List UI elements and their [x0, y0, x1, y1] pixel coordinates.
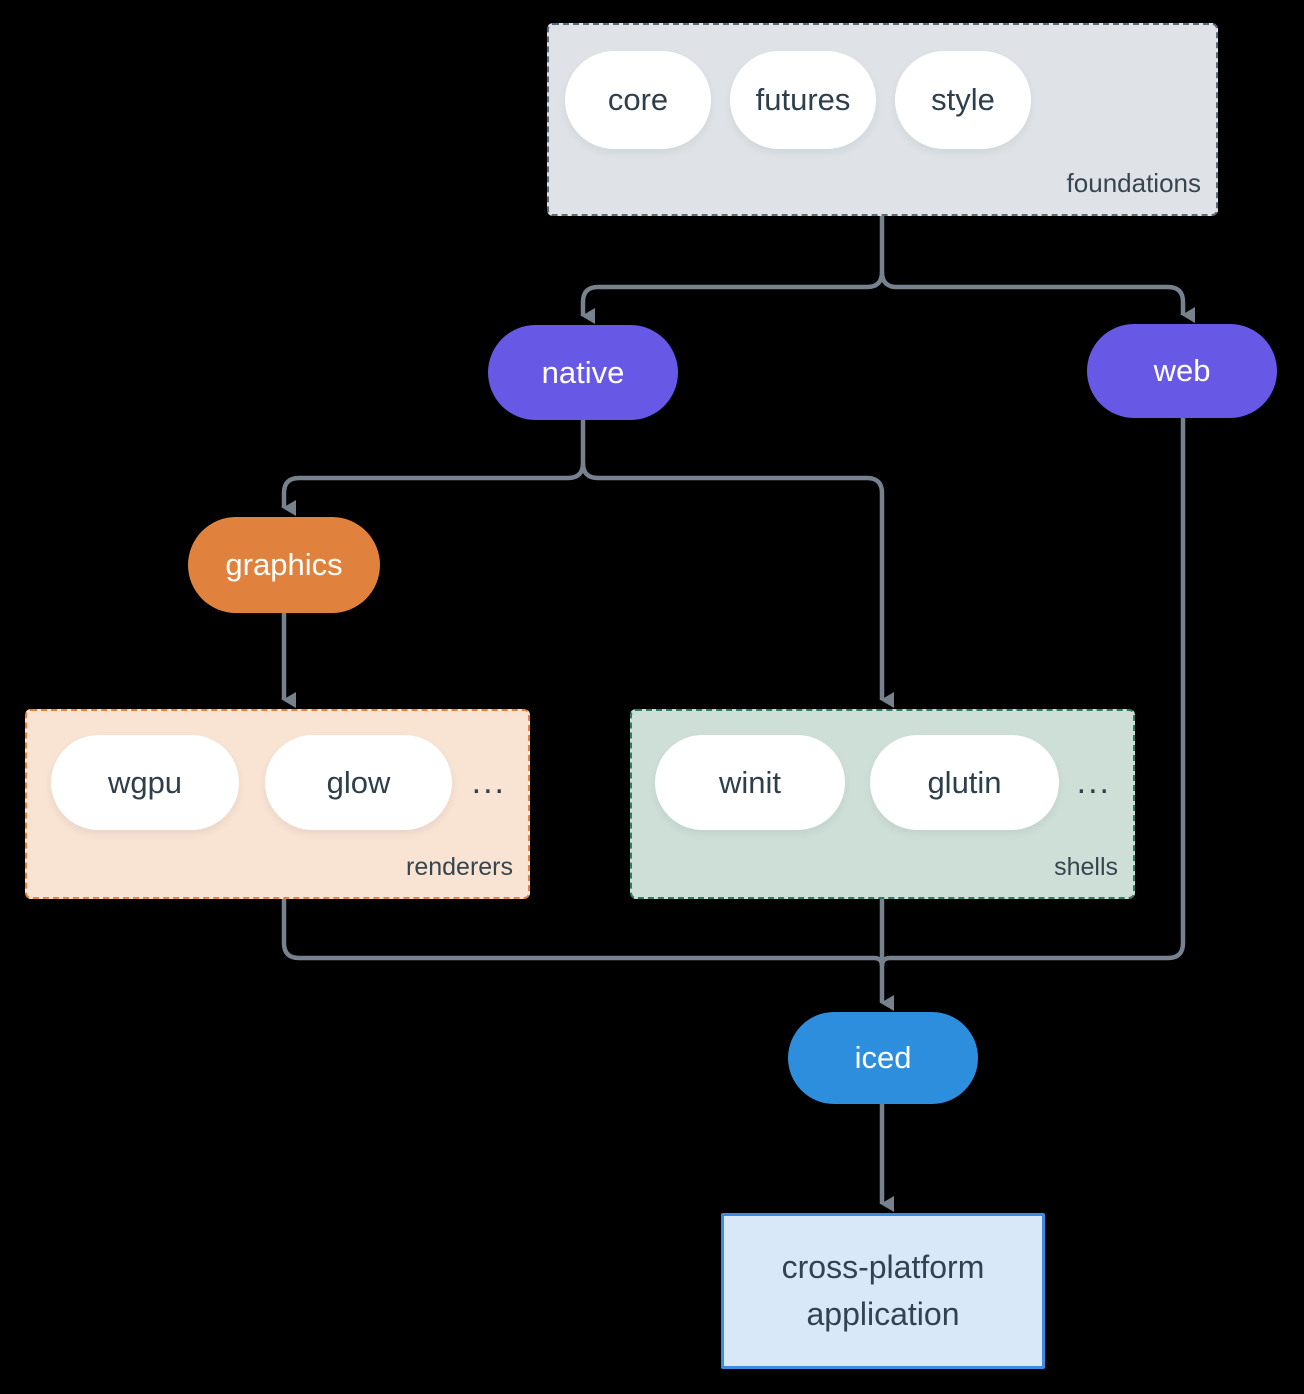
renderers-group-label: renderers: [406, 853, 513, 881]
application-label-line1: cross-platform: [781, 1249, 985, 1285]
edge-foundations-to-web: [879, 271, 1195, 323]
node-iced: iced: [788, 1012, 978, 1104]
node-iced-label: iced: [854, 1040, 912, 1075]
node-style-label: style: [931, 82, 995, 117]
node-winit-label: winit: [718, 764, 781, 800]
node-web-label: web: [1153, 353, 1211, 388]
edge-native-to-graphics: [281, 420, 586, 516]
application-label-line2: application: [806, 1296, 960, 1332]
node-native: native: [488, 325, 678, 420]
node-web: web: [1087, 324, 1277, 418]
node-futures-label: futures: [755, 82, 851, 117]
node-style: style: [895, 51, 1031, 149]
node-native-label: native: [541, 354, 625, 390]
node-wgpu-label: wgpu: [107, 764, 183, 800]
edge-native-to-shells: [580, 462, 894, 708]
application-box: cross-platform application: [721, 1213, 1045, 1369]
shells-ellipsis: ...: [1076, 763, 1111, 801]
renderers-ellipsis: ...: [471, 763, 506, 801]
node-glutin: glutin: [870, 735, 1059, 830]
node-futures: futures: [730, 51, 876, 149]
node-glow: glow: [265, 735, 452, 830]
node-core: core: [565, 51, 711, 149]
shells-group-label: shells: [1054, 853, 1118, 881]
node-wgpu: wgpu: [51, 735, 239, 830]
node-core-label: core: [607, 82, 669, 117]
shells-group: winit glutin ... shells: [630, 709, 1135, 899]
node-glutin-label: glutin: [927, 764, 1002, 800]
node-glow-label: glow: [326, 764, 391, 800]
node-winit: winit: [655, 735, 845, 830]
foundations-group: core futures style foundations: [547, 23, 1218, 216]
edge-foundations-to-native: [580, 216, 885, 324]
node-graphics: graphics: [188, 517, 380, 613]
edge-renderers-to-merge: [281, 899, 885, 967]
node-graphics-label: graphics: [225, 547, 343, 582]
foundations-group-label: foundations: [1066, 168, 1201, 198]
renderers-group: wgpu glow ... renderers: [25, 709, 530, 899]
